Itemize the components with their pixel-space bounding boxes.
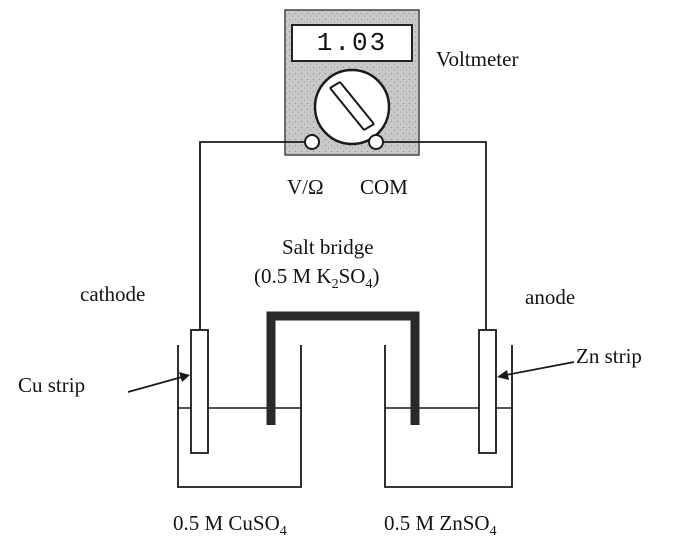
voltmeter-display: 1.03 xyxy=(291,24,413,62)
terminal-com-icon xyxy=(368,134,384,150)
salt-bridge-solution-mid: SO xyxy=(338,264,366,288)
dial-knob-icon xyxy=(313,68,391,146)
terminal-com-label: COM xyxy=(360,175,408,199)
right-solution-prefix: 0.5 M ZnSO xyxy=(384,511,490,535)
wire-right xyxy=(383,141,487,332)
left-solution-prefix: 0.5 M CuSO xyxy=(173,511,280,535)
left-solution-label: 0.5 M CuSO4 xyxy=(173,513,287,539)
salt-bridge-label: Salt bridge xyxy=(282,235,374,259)
cu-electrode xyxy=(190,329,209,454)
zn-strip-arrow-icon xyxy=(497,361,575,380)
cu-strip-label: Cu strip xyxy=(18,373,86,397)
salt-bridge-tube xyxy=(266,311,420,425)
wire-left xyxy=(199,141,305,332)
terminal-v-ohm-label: V/Ω xyxy=(287,175,324,199)
voltmeter-label: Voltmeter xyxy=(436,47,519,71)
salt-bridge-sub-k: 2 xyxy=(331,277,339,293)
right-solution-label: 0.5 M ZnSO4 xyxy=(384,513,497,539)
zn-strip-label: Zn strip xyxy=(576,344,642,368)
right-solution-sub: 4 xyxy=(489,524,497,540)
left-solution-sub: 4 xyxy=(279,524,287,540)
salt-bridge-solution-label: (0.5 M K2SO4) xyxy=(254,266,379,292)
cathode-label: cathode xyxy=(80,282,146,306)
cu-strip-arrow-icon xyxy=(127,372,190,393)
salt-bridge-solution-suffix: ) xyxy=(372,264,380,288)
zn-electrode xyxy=(478,329,497,454)
beaker-right xyxy=(384,345,513,488)
beaker-left xyxy=(177,345,302,488)
salt-bridge-solution-prefix: (0.5 M K xyxy=(254,264,332,288)
anode-label: anode xyxy=(525,285,576,309)
salt-bridge-sub-so: 4 xyxy=(365,277,373,293)
terminal-v-ohm-icon xyxy=(304,134,320,150)
